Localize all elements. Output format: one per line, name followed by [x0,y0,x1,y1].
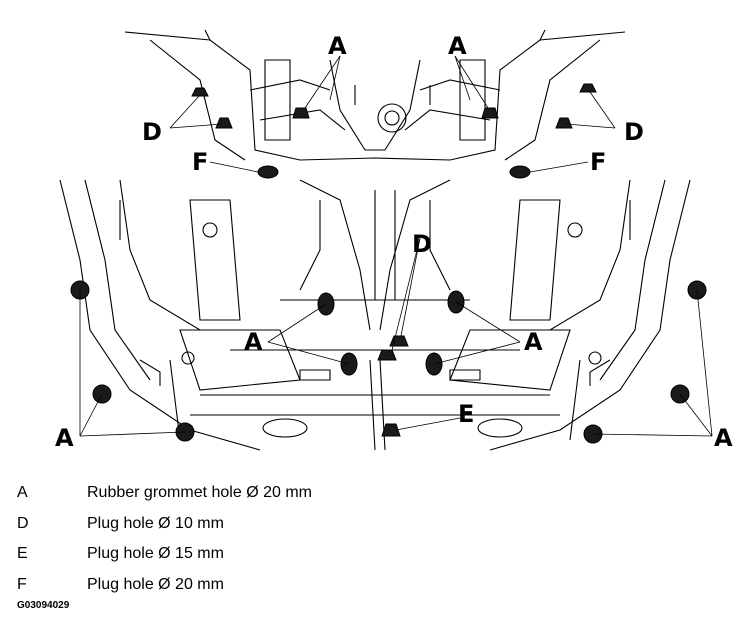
legend-description: Plug hole Ø 10 mm [87,514,224,532]
legend-row: A Rubber grommet hole Ø 20 mm [17,478,617,509]
callout-a-top-left: A [328,32,347,60]
legend-key: A [17,484,28,502]
legend-description: Plug hole Ø 15 mm [87,545,224,563]
plug-d-top-right-2 [555,117,573,129]
legend: A Rubber grommet hole Ø 20 mm D Plug hol… [17,478,617,600]
underbody-diagram: A A D D F F D A A E A A [55,29,733,452]
callout-a-mid-left: A [244,328,263,356]
front-subframe-artwork [124,29,626,161]
legend-description: Rubber grommet hole Ø 20 mm [87,484,312,502]
figure-id: G03094029 [17,600,70,611]
plug-f-left [257,165,279,179]
legend-key: F [17,575,27,593]
plug-a-top-left [292,107,310,119]
legend-key: D [17,514,29,532]
plug-d-center-2 [389,335,409,347]
plug-markers [70,83,707,444]
legend-row: E Plug hole Ø 15 mm [17,539,617,570]
callout-e-center: E [458,400,474,428]
callout-a-bottom-right: A [714,424,733,452]
plug-d-top-left-1 [191,87,209,97]
callout-d-center: D [412,230,432,258]
leader-lines [79,55,713,437]
legend-key: E [17,545,28,563]
underbody-floor-artwork [59,179,691,451]
callout-a-top-right: A [448,32,467,60]
callout-d-top-left: D [142,118,162,146]
plug-d-center-1 [377,349,397,361]
callout-f-right: F [590,148,606,176]
plug-a-top-right [481,107,499,119]
plug-e-center [381,423,401,437]
plug-d-top-left-2 [215,117,233,129]
plug-f-right [509,165,531,179]
legend-row: D Plug hole Ø 10 mm [17,509,617,540]
plug-d-top-right-1 [579,83,597,93]
callout-a-bottom-left: A [55,424,74,452]
callout-d-top-right: D [624,118,644,146]
callout-a-mid-right: A [524,328,543,356]
callout-f-left: F [192,148,208,176]
legend-description: Plug hole Ø 20 mm [87,575,224,593]
legend-row: F Plug hole Ø 20 mm [17,570,617,601]
